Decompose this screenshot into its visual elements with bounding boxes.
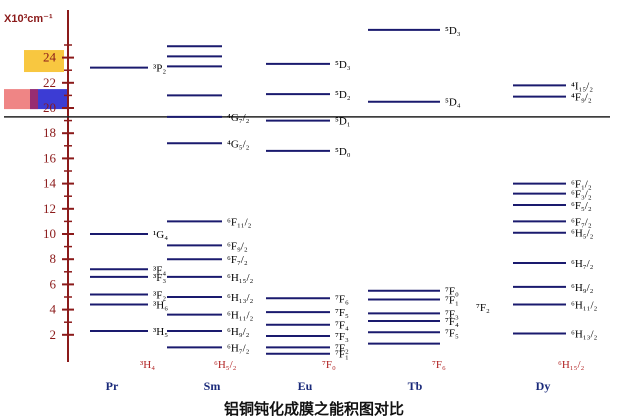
energy-level-label: ⁶H₇/₂: [227, 342, 250, 354]
energy-level-label: ⁷F₁: [445, 295, 459, 307]
energy-level-label: ⁷F₃: [445, 308, 459, 320]
energy-level-label: ⁵D₁: [335, 116, 351, 128]
energy-level-label: ¹G₄: [153, 229, 168, 241]
energy-level-label: ⁵D₀: [335, 146, 351, 158]
energy-level-label: ⁷F₅: [445, 327, 459, 339]
y-tick-label: 2: [50, 327, 57, 342]
ground-state-label: ⁷F₀: [322, 359, 336, 371]
energy-level-label: ³F₄: [153, 264, 166, 276]
y-tick-label: 6: [50, 276, 57, 291]
energy-level-label: ⁵D₃: [445, 25, 461, 37]
ground-state-label: ⁷F₆: [432, 359, 446, 371]
energy-level-label: ⁶H₅/₂: [571, 228, 594, 240]
energy-level-label: ³H₆: [153, 300, 168, 312]
highlight-block-blue: [30, 89, 68, 110]
energy-level-label: ⁶F₉/₂: [227, 240, 248, 252]
energy-level-label: ⁷F₁: [335, 349, 349, 361]
y-tick-label: 14: [43, 176, 57, 191]
energy-level-label: ⁴G₅/₂: [227, 138, 250, 150]
energy-level-label: ⁶F₁₁/₂: [227, 216, 252, 228]
energy-level-label: ⁶F₅/₂: [571, 200, 592, 212]
ground-state-label: ⁶H₁₅/₂: [558, 359, 585, 371]
y-tick-label: 24: [43, 50, 57, 65]
energy-level-label: ³F₃: [153, 272, 166, 284]
energy-level-label: ⁷F₂: [476, 302, 490, 314]
energy-level-label: ⁷F₆: [335, 293, 349, 305]
highlight-block-red: [4, 89, 38, 110]
energy-level-label: ⁶H₁₃/₂: [227, 292, 254, 304]
energy-level-label: ³F₂: [153, 289, 166, 301]
y-tick-label: 20: [43, 100, 56, 115]
energy-level-label: ³H₅: [153, 326, 168, 338]
energy-level-label: ⁴I₁₅/₂: [571, 80, 593, 92]
energy-level-label: ⁶H₁₁/₂: [227, 310, 254, 322]
energy-level-label: ⁶H₇/₂: [571, 258, 594, 270]
energy-level-label: ⁷F₄: [335, 320, 349, 332]
energy-level-label: ⁴F₉/₂: [571, 92, 592, 104]
y-tick-label: 10: [43, 226, 56, 241]
highlight-block-yellow: [24, 50, 64, 73]
ion-label: Tb: [408, 379, 423, 393]
energy-level-chart: X10³cm⁻¹24681012141618202224³P₂¹G₄³F₄³F₃…: [4, 10, 610, 393]
energy-level-label: ⁶H₁₃/₂: [571, 329, 598, 341]
ion-label: Pr: [106, 379, 119, 393]
y-tick-label: 4: [50, 302, 57, 317]
energy-level-label: ⁶F₃/₂: [571, 189, 592, 201]
energy-level-label: ⁷F₄: [445, 316, 459, 328]
energy-level-label: ⁵D₃: [335, 59, 351, 71]
energy-level-label: ⁴G₇/₂: [227, 112, 250, 124]
energy-level-label: ⁶H₉/₂: [571, 282, 594, 294]
energy-level-label: ³P₂: [153, 63, 166, 75]
energy-level-label: ⁷F₂: [335, 342, 349, 354]
ion-label: Dy: [536, 379, 551, 393]
y-tick-label: 18: [43, 125, 56, 140]
energy-level-label: ⁶F₇/₂: [571, 216, 592, 228]
y-tick-label: 12: [43, 201, 56, 216]
energy-level-label: ⁶H₉/₂: [227, 326, 250, 338]
energy-level-label: ⁵D₄: [445, 97, 461, 109]
energy-level-label: ⁶F₁/₂: [571, 179, 592, 191]
y-tick-label: 8: [50, 251, 57, 266]
ion-label: Eu: [298, 379, 313, 393]
energy-level-label: ⁷F₀: [445, 286, 459, 298]
energy-level-label: ⁵D₂: [335, 89, 351, 101]
ground-state-label: ⁶H₅/₂: [214, 359, 237, 371]
energy-level-label: ⁶F₇/₂: [227, 254, 248, 266]
y-axis-unit-label: X10³cm⁻¹: [4, 13, 53, 25]
energy-level-label: ⁶H₁₁/₂: [571, 300, 598, 312]
ground-state-label: ³H₄: [140, 359, 155, 371]
y-tick-label: 22: [43, 75, 56, 90]
energy-level-label: ⁶H₁₅/₂: [227, 272, 254, 284]
ion-label: Sm: [204, 379, 221, 393]
y-tick-label: 16: [43, 150, 57, 165]
energy-level-label: ⁷F₅: [335, 307, 349, 319]
energy-level-label: ⁷F₃: [335, 331, 349, 343]
diagram-caption: 铝铜钝化成膜之能积图对比: [223, 400, 404, 418]
